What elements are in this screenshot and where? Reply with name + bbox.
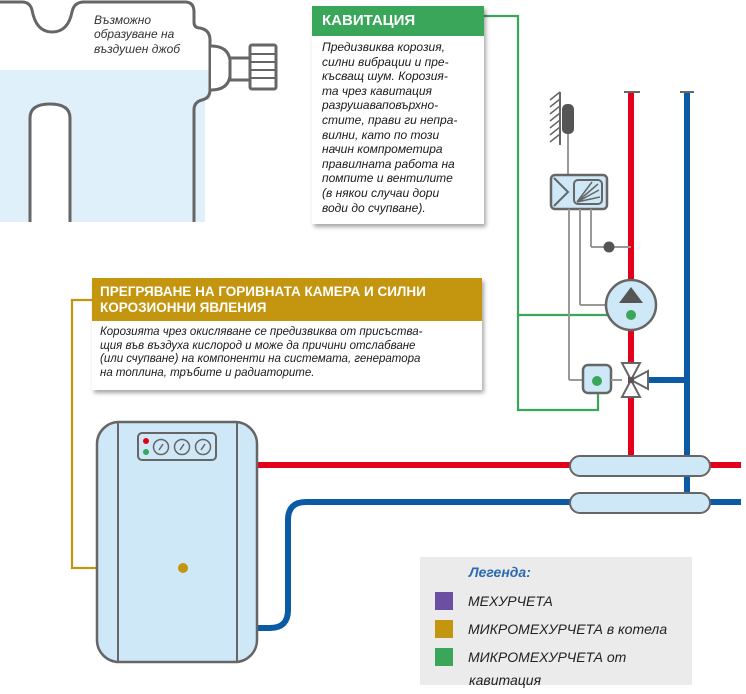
boiler-return-pipe — [258, 499, 576, 631]
legend-item-bubbles: МЕХУРЧЕТА — [435, 591, 553, 611]
body-line: Предизвиква корозия, — [322, 40, 445, 54]
body-line: (или счупване) на компоненти на системат… — [100, 353, 421, 366]
legend-title: Легенда: — [469, 564, 531, 580]
body-line: стите, прави ги непра- — [322, 112, 458, 127]
temperature-sensor-icon — [603, 241, 615, 253]
body-line: вилни, като по този — [322, 127, 440, 142]
air-vent-valve-icon — [210, 43, 278, 92]
body-line: помпите и вентилите — [322, 171, 453, 186]
controller-icon — [549, 173, 609, 211]
gauge-icons — [152, 438, 212, 456]
boiler-control-panel — [137, 432, 217, 461]
legend: Легенда: МЕХУРЧЕТА МИКРОМЕХУРЧЕТА в коте… — [420, 557, 692, 685]
status-led-red — [143, 438, 149, 444]
legend-item-boiler-microbubbles: МИКРОМЕХУРЧЕТА в котела — [435, 619, 667, 639]
cavitation-body: Предизвиква корозия, силни вибрации и пр… — [312, 36, 484, 215]
body-line: (в някои случаи дори — [322, 185, 440, 200]
three-way-valve-icon — [620, 362, 649, 398]
cavitation-callout: КАВИТАЦИЯ Предизвиква корозия, силни виб… — [312, 6, 484, 224]
legend-label: МИКРОМЕХУРЧЕТА в котела — [468, 621, 668, 637]
overheating-title: ПРЕГРЯВАНЕ НА ГОРИВНАТА КАМЕРА И СИЛНИ К… — [92, 278, 482, 321]
legend-swatch-gold — [435, 620, 453, 638]
air-pocket-line: Възможно — [94, 13, 152, 27]
title-line: КОРОЗИОННИ ЯВЛЕНИЯ — [100, 300, 267, 315]
overheating-body: Корозията чрез окисляване се предизвиква… — [92, 321, 482, 380]
microbubble-point-boiler — [178, 563, 188, 573]
body-line: силни вибрации и пре- — [322, 54, 449, 69]
legend-swatch-purple — [435, 592, 453, 610]
title-line: ПРЕГРЯВАНЕ НА ГОРИВНАТА КАМЕРА И СИЛНИ — [100, 284, 426, 299]
body-line: та чрез кавитация — [322, 83, 432, 98]
cavitation-point-valve — [592, 376, 602, 386]
body-line: правилната работа на — [322, 156, 455, 171]
air-pocket-label: Възможно образуване на въздушен джоб — [94, 13, 180, 56]
circulation-pump-icon — [604, 278, 658, 332]
air-pocket-line: въздушен джоб — [94, 41, 181, 56]
radiator — [0, 0, 278, 222]
wall-sensor-icon — [549, 91, 574, 176]
cavitation-point-pump — [626, 310, 636, 320]
legend-label: МЕХУРЧЕТА — [468, 593, 553, 609]
supply-header — [569, 455, 711, 477]
body-line: води до счупване). — [322, 200, 426, 215]
body-line: късващ шум. Корозия- — [322, 69, 448, 84]
cavitation-title: КАВИТАЦИЯ — [312, 6, 484, 36]
status-led-green — [143, 449, 149, 455]
body-line: на топлина, тръбите и радиаторите. — [100, 366, 315, 379]
legend-swatch-green — [435, 648, 453, 666]
radiator-outline — [0, 0, 212, 222]
body-line: разрушаваповърхно- — [322, 98, 439, 113]
body-line: Корозията чрез окисляване се предизвиква… — [100, 326, 423, 338]
air-pocket-line: образуване на — [94, 27, 175, 42]
radiator-column — [28, 102, 72, 222]
cavitation-leader-line — [484, 14, 600, 412]
boiler-icon — [95, 420, 259, 664]
body-line: щия във въздуха кислород и може да причи… — [100, 339, 416, 352]
return-header — [569, 492, 711, 514]
legend-item-cavitation-microbubbles: МИКРОМЕХУРЧЕТА от — [435, 647, 626, 667]
legend-label: МИКРОМЕХУРЧЕТА от — [468, 649, 627, 665]
body-line: начин компрометира — [322, 142, 443, 157]
legend-label-continuation: кавитация — [469, 672, 542, 688]
valve-actuator-icon — [581, 363, 622, 395]
overheating-callout: ПРЕГРЯВАНЕ НА ГОРИВНАТА КАМЕРА И СИЛНИ К… — [92, 278, 482, 390]
